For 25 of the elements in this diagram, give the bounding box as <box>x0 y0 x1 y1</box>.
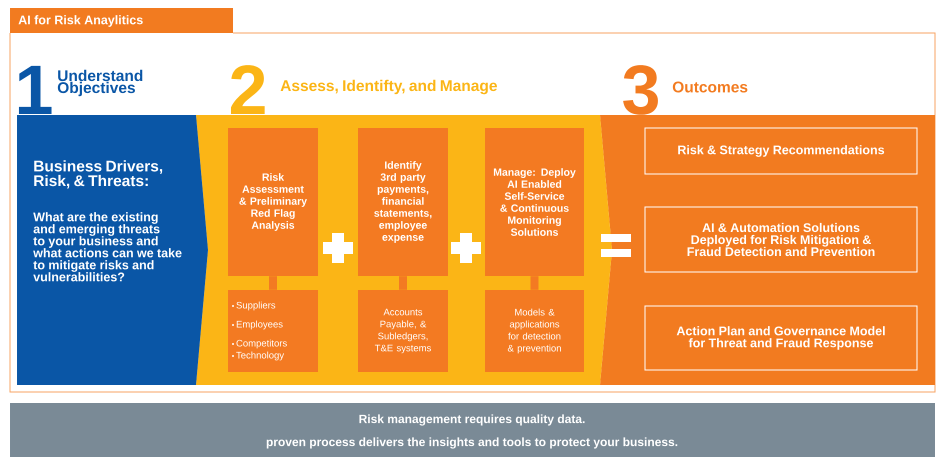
step-heading: Outcomes <box>672 82 748 92</box>
outcome-box: AI & Automation Solutions Deployed for Risk Mitigation & Fraud Detection and Prevention <box>644 206 918 272</box>
chevron-band <box>17 66 208 385</box>
step-heading: Understand Objectives <box>58 70 142 96</box>
outcome-box: Risk & Strategy Recommendations <box>644 128 918 174</box>
body-text: What are the existing and emerging threats to your business and what actions can we take to mitigate risks and vulnerabilities? <box>33 212 182 282</box>
connector <box>269 276 277 290</box>
detail-box: Models & applications for detection & prevention <box>485 290 584 372</box>
footer-text: Risk management requires quality data. <box>359 414 585 426</box>
title-tab: AI for Risk Anaylitics <box>10 8 233 33</box>
step-number: 3 <box>623 65 658 115</box>
footer-text: proven process delivers the insights and tools to protect your business. <box>266 437 678 449</box>
section-heading: Business Drivers, Risk, & Threats: <box>34 160 162 188</box>
chevron-band <box>600 65 935 385</box>
list-box: Suppliers Employees Competitors Technology <box>228 290 318 372</box>
connector <box>399 276 407 290</box>
step-number: 2 <box>230 65 265 114</box>
process-box: Risk Assessment & Preliminary Red Flag Analysis <box>228 128 318 276</box>
outcome-box: Action Plan and Governance Model for Threat and Fraud Response <box>644 306 918 370</box>
process-box: Manage: Deploy AI Enabled Self-Service & Continuous Monitoring Solutions <box>485 128 584 276</box>
connector <box>530 276 538 290</box>
step-heading: Assess, Identifty, and Manage <box>280 80 497 94</box>
process-box: Identify 3rd party payments, financial statements, employee expense <box>358 128 448 276</box>
step-number: 1 <box>18 66 52 114</box>
detail-box: Accounts Payable, & Subledgers, T&E systems <box>358 290 448 372</box>
